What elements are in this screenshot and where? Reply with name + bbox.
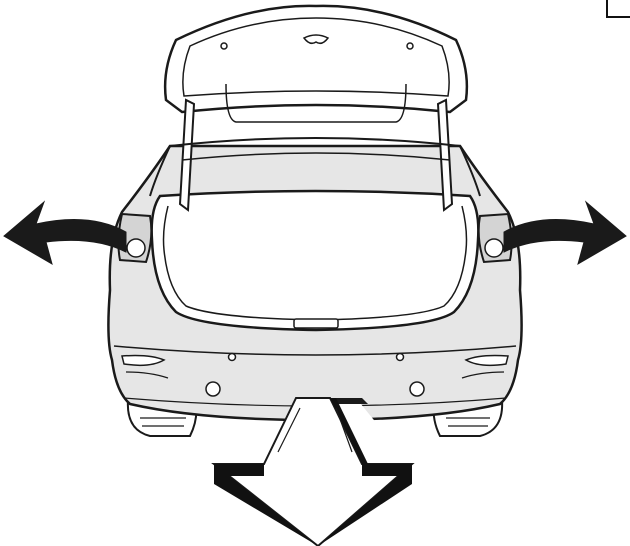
trunk-latch: [294, 319, 338, 328]
tow-hook-right: [410, 382, 424, 396]
block-arrow-down-icon: [214, 398, 412, 546]
sensor-right: [397, 354, 404, 361]
trunk-opening: [152, 191, 479, 330]
curved-arrow-right-icon: [504, 202, 626, 264]
curved-arrow-left-icon: [4, 202, 126, 264]
sensor-left: [229, 354, 236, 361]
brand-emblem-icon: [304, 35, 328, 43]
liftgate: [165, 6, 467, 112]
tow-hook-left: [206, 382, 220, 396]
